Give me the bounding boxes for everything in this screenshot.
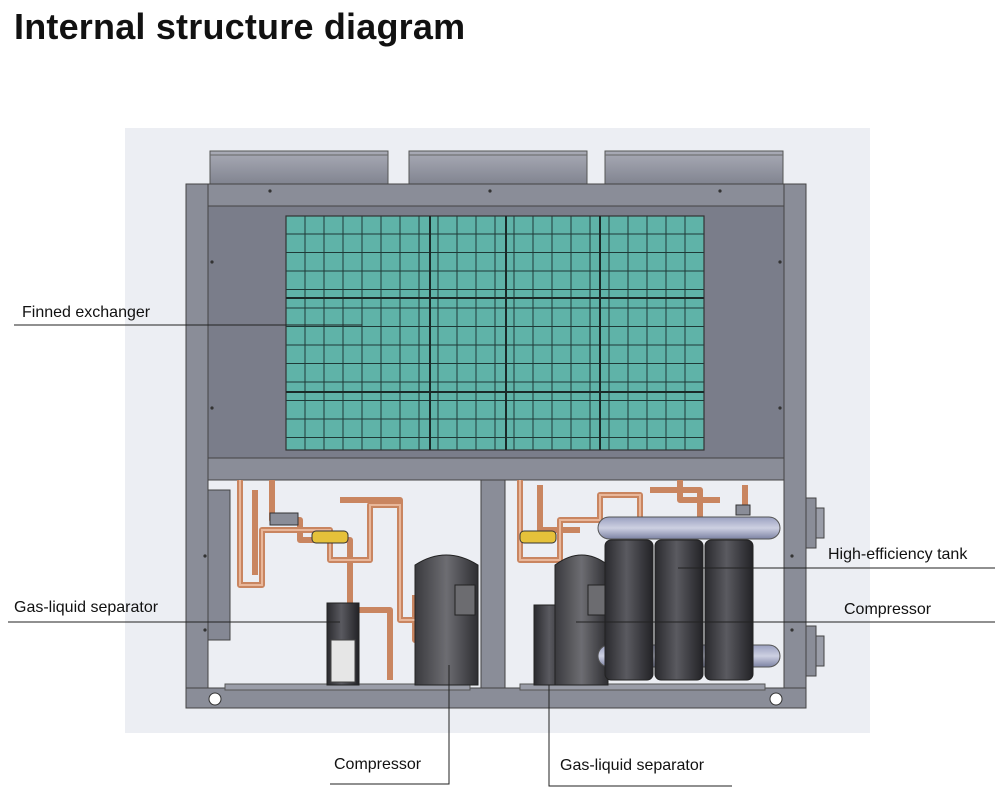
- compressor-left-part: [414, 554, 479, 686]
- valves: [269, 504, 751, 544]
- label-gas-liquid-separator-left: Gas-liquid separator: [14, 599, 159, 616]
- casing-bolts: [203, 189, 794, 632]
- label-high-efficiency-tank: High-efficiency tank: [828, 546, 968, 563]
- leader-lines: [8, 324, 995, 787]
- label-gas-liquid-separator-bottom: Gas-liquid separator: [560, 757, 705, 774]
- label-compressor-bottom: Compressor: [334, 756, 422, 773]
- gas-liquid-separator-left-part: [326, 602, 360, 686]
- copper-piping-highlights: [239, 480, 641, 621]
- label-finned-exchanger: Finned exchanger: [22, 304, 151, 321]
- label-compressor-right: Compressor: [844, 601, 932, 618]
- leader-gas-liquid-separator-bottom: [548, 685, 732, 787]
- compressor-right-part: [554, 554, 609, 686]
- finned-exchanger-coil: [285, 215, 705, 451]
- high-efficiency-tank-part: [597, 497, 825, 681]
- diagram-title: Internal structure diagram: [14, 6, 466, 47]
- fan-housings: [209, 150, 784, 186]
- leader-compressor-bottom: [330, 665, 450, 785]
